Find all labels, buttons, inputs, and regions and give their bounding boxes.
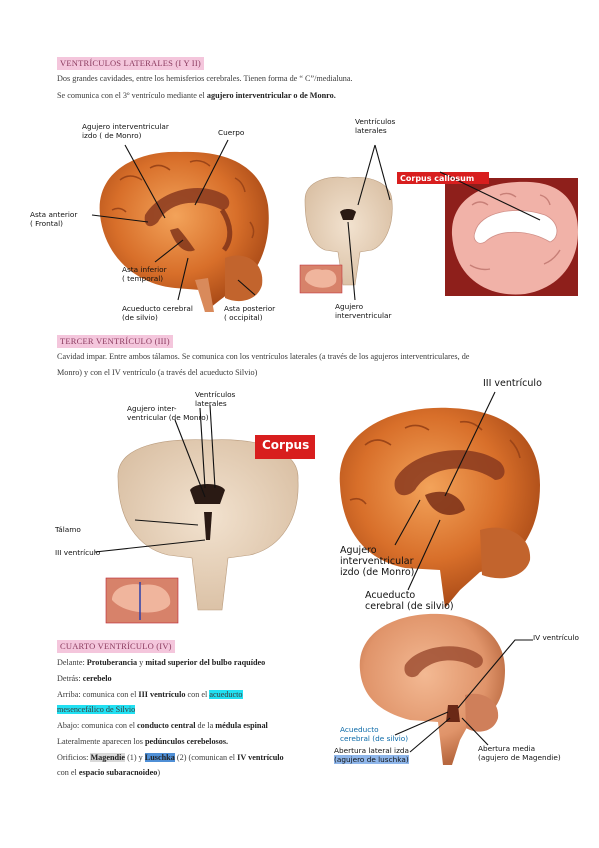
lateral-paragraph-1: Dos grandes cavidades, entre los hemisfe… bbox=[57, 74, 353, 83]
label-agujero-inter: Agujero inter-ventricular (de Monro) bbox=[127, 404, 209, 422]
fourth-abajo: Abajo: comunica con el conducto central … bbox=[57, 721, 268, 730]
coronal-slab-image-4 bbox=[105, 435, 316, 624]
label-iv-ventriculo: IV ventrículo bbox=[533, 633, 579, 642]
fourth-detras: Detrás: cerebelo bbox=[57, 674, 112, 683]
label-abertura-lateral: Abertura lateral izda(agujero de luschka… bbox=[334, 746, 410, 764]
section-heading-fourth: CUARTO VENTRÍCULO (IV) bbox=[57, 640, 175, 653]
label-iii-ventriculo-1: III ventrículo bbox=[55, 548, 101, 557]
label-corpus: Corpus bbox=[262, 438, 310, 452]
third-paragraph-1: Cavidad impar. Entre ambos tálamos. Se c… bbox=[57, 352, 470, 361]
fourth-lateral: Lateralmente aparecen los pedúnculos cer… bbox=[57, 737, 229, 746]
label-corpus-callosum: Corpus callosum bbox=[400, 174, 475, 183]
label-talamo: Tálamo bbox=[55, 525, 81, 534]
brain-sagittal-image-6 bbox=[355, 613, 517, 765]
annotation-lines-3 bbox=[394, 639, 533, 753]
fourth-arriba-2: mesencefálico de Silvio bbox=[57, 705, 136, 714]
label-asta-anterior: Asta anterior( Frontal) bbox=[30, 210, 78, 228]
section-heading-third: TERCER VENTRÍCULO (III) bbox=[57, 335, 173, 348]
fourth-delante: Delante: Protuberancia y mitad superior … bbox=[57, 658, 266, 667]
fourth-orificios: Orificios: Magendie (1) y Luschka (2) (c… bbox=[57, 753, 284, 762]
label-cuerpo: Cuerpo bbox=[218, 128, 245, 137]
coronal-slab-image-2 bbox=[299, 172, 397, 296]
fourth-last: con el espacio subaracnoideo) bbox=[57, 768, 161, 777]
label-abertura-media: Abertura media(agujero de Magendie) bbox=[478, 744, 561, 762]
annotation-lines-1 bbox=[91, 139, 541, 301]
brain-sagittal-image-5 bbox=[330, 405, 540, 610]
lateral-paragraph-2: Se comunica con el 3º ventrículo mediant… bbox=[57, 91, 336, 100]
label-acueducto-1: Acueducto cerebral(de silvio) bbox=[122, 304, 193, 322]
brain-sagittal-image-1 bbox=[99, 151, 269, 312]
annotation-lines-2 bbox=[94, 391, 496, 591]
label-iii-ventriculo-2: III ventrículo bbox=[483, 378, 542, 389]
section-heading-lateral: VENTRÍCULOS LATERALES (I Y II) bbox=[57, 57, 204, 70]
label-asta-inferior: Asta inferior( temporal) bbox=[122, 265, 167, 283]
sagittal-callosum-image-3 bbox=[397, 172, 578, 296]
label-asta-posterior: Asta posterior( occipital) bbox=[224, 304, 276, 322]
fourth-arriba: Arriba: comunica con el III ventrículo c… bbox=[57, 690, 243, 699]
third-paragraph-2: Monro) y con el IV ventrículo (a través … bbox=[57, 368, 258, 377]
